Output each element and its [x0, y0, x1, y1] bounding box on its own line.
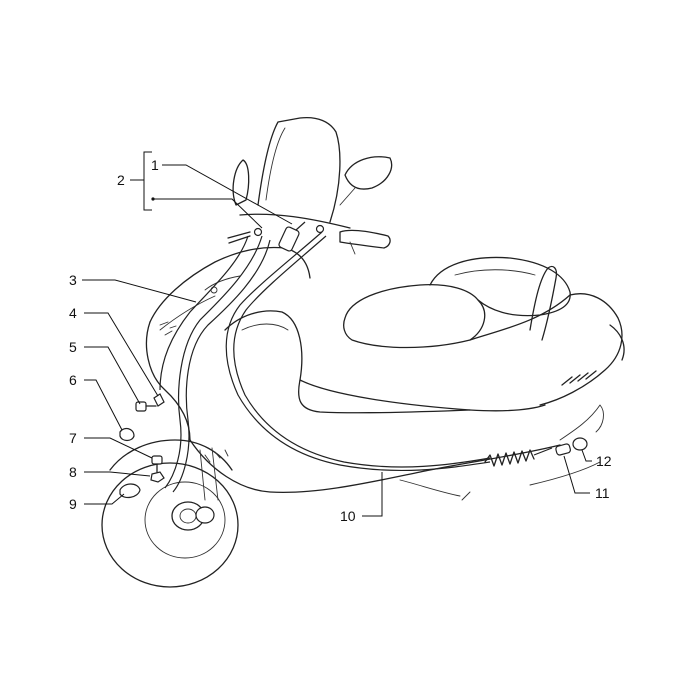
leader-line-11	[563, 455, 590, 494]
part-label-5: 5	[69, 339, 77, 355]
leader-line-7	[84, 437, 153, 459]
leader-line-6	[84, 379, 123, 431]
scooter-body-drawing	[101, 116, 625, 588]
small-parts-drawing	[119, 393, 588, 499]
leader-line-10	[362, 472, 383, 517]
leader-line-9	[84, 493, 125, 505]
part-number-labels: 1 2 3 4 5 6 7 8 9 10 11 12	[69, 157, 612, 524]
leader-line-5	[84, 346, 141, 405]
leader-line-8	[84, 471, 151, 477]
part-label-11: 11	[595, 485, 610, 501]
leader-line-12	[581, 449, 592, 462]
part-label-10: 10	[340, 508, 356, 524]
part-label-6: 6	[69, 372, 77, 388]
leader-lines	[82, 151, 592, 517]
brake-cables-drawing	[159, 221, 553, 493]
leader-line-1	[162, 164, 293, 225]
bracket-2	[143, 151, 152, 211]
part-label-1: 1	[151, 157, 159, 173]
part-label-8: 8	[69, 464, 77, 480]
part-label-12: 12	[596, 453, 612, 469]
leader-line-4	[84, 312, 159, 397]
part-label-9: 9	[69, 496, 77, 512]
part-label-4: 4	[69, 305, 77, 321]
leader-line-3	[82, 279, 197, 303]
leader-line-2b	[153, 198, 263, 229]
part-label-3: 3	[69, 272, 77, 288]
part-label-7: 7	[69, 430, 77, 446]
part-label-2: 2	[117, 172, 125, 188]
